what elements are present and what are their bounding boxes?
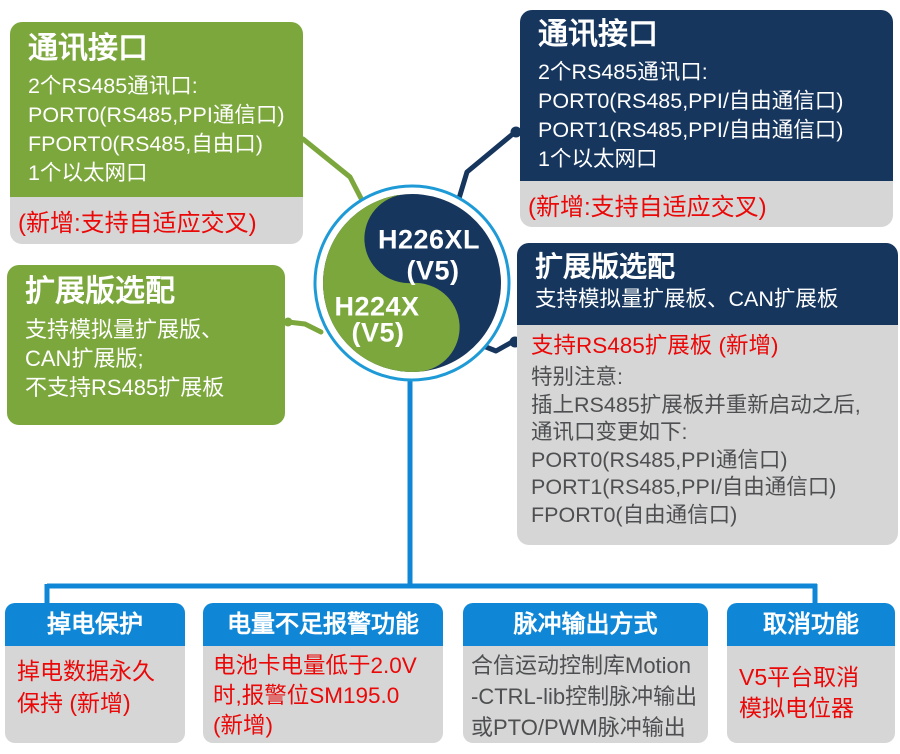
- pulse-output-mode-title: 脉冲输出方式: [463, 603, 708, 646]
- feature-line: 不支持RS485扩展板: [25, 375, 225, 400]
- note-line: 插上RS485扩展板并重新启动之后,: [531, 392, 861, 417]
- badge-green-half: [323, 194, 460, 372]
- note-line: PORT0(RS485,PPI通信口): [531, 447, 788, 472]
- cancelled-function-box: 取消功能 V5平台取消 模拟电位器: [727, 603, 895, 743]
- model-version-h224x: (V5): [351, 317, 405, 348]
- new-feature-note-right: (新增:支持自适应交叉): [520, 181, 893, 227]
- comm-interface-left-title: 通讯接口: [28, 32, 148, 65]
- comm-interface-right-box: 通讯接口 2个RS485通讯口: PORT0(RS485,PPI/自由通信口) …: [520, 10, 893, 181]
- model-version-h226xl: (V5): [406, 255, 460, 286]
- feature-line: 2个RS485通讯口:: [28, 74, 198, 98]
- new-feature-note-left: (新增:支持自适应交叉): [10, 197, 303, 244]
- comm-interface-right-title: 通讯接口: [538, 18, 658, 51]
- feature-line: 1个以太网口: [538, 147, 658, 171]
- feature-line: 2个RS485通讯口:: [538, 60, 708, 84]
- connector-top-left: [300, 136, 369, 211]
- comm-interface-left-box: 通讯接口 2个RS485通讯口: PORT0(RS485,PPI通信口) FPO…: [10, 22, 303, 197]
- model-name-h224x: H224X: [334, 291, 420, 322]
- feature-line: PORT1(RS485,PPI/自由通信口): [538, 118, 844, 142]
- connector-mid-left: [285, 319, 324, 335]
- low-battery-alarm-box: 电量不足报警功能 电池卡电量低于2.0V 时,报警位SM195.0 (新增): [203, 603, 443, 743]
- feature-line: FPORT0(RS485,自由口): [28, 132, 263, 156]
- feature-line: 掉电数据永久: [17, 658, 155, 684]
- connector-dot-top-right: [510, 126, 522, 138]
- feature-line: -CTRL-lib控制脉冲输出: [471, 684, 698, 709]
- feature-line: 时,报警位SM195.0: [213, 683, 400, 708]
- feature-line: 或PTO/PWM脉冲输出: [471, 715, 686, 740]
- note-line: 通讯口变更如下:: [531, 420, 688, 444]
- feature-line: (新增): [213, 713, 273, 738]
- expansion-right-box: 扩展版选配 支持模拟量扩展板、CAN扩展板: [517, 243, 898, 325]
- model-name-h226xl: H226XL: [377, 224, 481, 255]
- feature-line: 电池卡电量低于2.0V: [213, 653, 417, 678]
- feature-line: 1个以太网口: [28, 161, 148, 185]
- feature-line: PORT0(RS485,PPI/自由通信口): [538, 89, 844, 113]
- cancelled-function-title: 取消功能: [727, 603, 895, 646]
- expansion-right-subtitle: 支持模拟量扩展板、CAN扩展板: [535, 287, 839, 311]
- low-battery-alarm-title: 电量不足报警功能: [203, 603, 443, 646]
- feature-line: V5平台取消: [739, 664, 860, 690]
- expansion-right-notes-panel: 支持RS485扩展板 (新增) 特别注意: 插上RS485扩展板并重新启动之后,…: [517, 325, 898, 545]
- expansion-right-title: 扩展版选配: [535, 251, 676, 282]
- feature-line: CAN扩展版;: [25, 346, 144, 371]
- rs485-new-highlight: 支持RS485扩展板 (新增): [531, 333, 779, 358]
- feature-line: 模拟电位器: [739, 695, 854, 721]
- note-line: FPORT0(自由通信口): [531, 502, 738, 527]
- power-loss-protection-box: 掉电保护 掉电数据永久 保持 (新增): [5, 603, 185, 743]
- expansion-left-title: 扩展版选配: [25, 275, 175, 308]
- connector-top-right: [454, 130, 517, 208]
- connector-dot-mid-left: [283, 317, 293, 327]
- feature-line: 支持模拟量扩展版、: [25, 317, 224, 342]
- expansion-left-box: 扩展版选配 支持模拟量扩展版、 CAN扩展版; 不支持RS485扩展板: [7, 265, 285, 425]
- feature-line: PORT0(RS485,PPI通信口): [28, 103, 285, 127]
- yinyang-badge: [313, 184, 511, 382]
- feature-line: 保持 (新增): [17, 690, 131, 716]
- note-line: PORT1(RS485,PPI/自由通信口): [531, 475, 837, 499]
- power-loss-protection-title: 掉电保护: [5, 603, 185, 646]
- feature-line: 合信运动控制库Motion: [471, 653, 692, 678]
- note-line: 特别注意:: [531, 365, 623, 389]
- pulse-output-mode-box: 脉冲输出方式 合信运动控制库Motion -CTRL-lib控制脉冲输出 或PT…: [463, 603, 708, 743]
